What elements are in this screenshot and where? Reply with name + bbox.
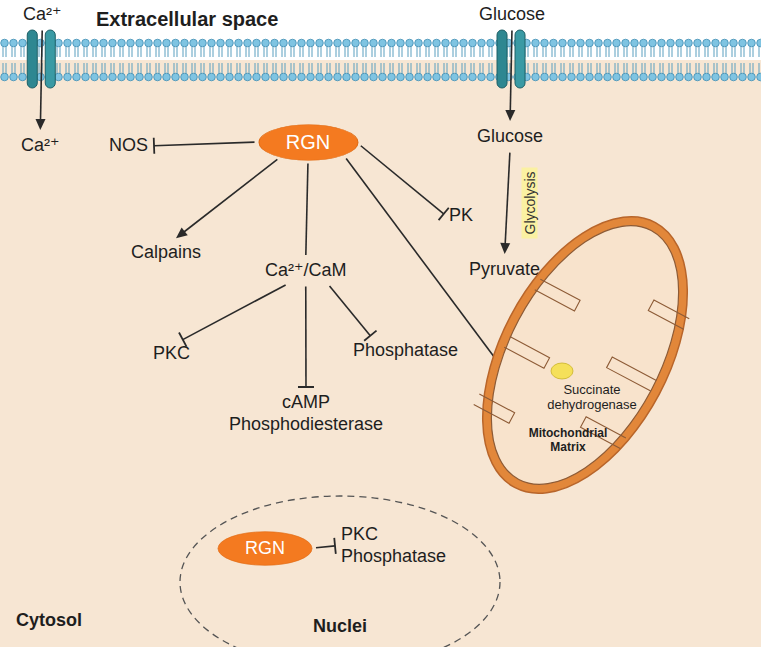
- node-text: NOS: [109, 135, 148, 157]
- metabolite-label: Pyruvate: [466, 257, 543, 283]
- mitochondrion-drawing: [478, 205, 693, 505]
- node-text: Glucose: [479, 4, 545, 26]
- ellipse-fill: [259, 124, 358, 160]
- connector: [298, 287, 314, 387]
- target-label: Phosphatase: [350, 338, 461, 364]
- connector: [500, 153, 510, 254]
- calcium-label: Ca²⁺: [18, 133, 63, 159]
- calcium-label: Ca²⁺: [20, 2, 65, 28]
- connector: [154, 138, 255, 154]
- connector: [176, 159, 277, 238]
- node-text: PKC: [341, 524, 446, 546]
- connector: [36, 31, 46, 130]
- node-text: Phosphatase: [341, 546, 446, 568]
- node-text: PKC: [153, 343, 190, 365]
- connector: [505, 31, 515, 121]
- cytosol-ground: [0, 60, 761, 647]
- complex-label: Ca²⁺/CaM: [262, 258, 350, 284]
- connector: [179, 285, 286, 347]
- target-label: PK: [446, 203, 476, 229]
- node-text: Ca²⁺/CaM: [265, 260, 347, 282]
- node-text: cAMP Phosphodiesterase: [225, 392, 387, 435]
- node-text: PK: [449, 205, 473, 227]
- target-label: PKCPhosphatase: [338, 522, 449, 569]
- mitochondrion: Succinate dehydrogenaseMitochondrial Mat…: [478, 205, 693, 505]
- membrane-channels: [27, 30, 525, 88]
- node-text: Ca²⁺: [21, 135, 60, 157]
- nucleus-outline: Nuclei RGN PKCPhosphatase: [175, 490, 505, 647]
- node-text: Calpains: [131, 242, 201, 264]
- node-text: Phosphatase: [353, 340, 458, 362]
- rgn-ellipse: RGN: [258, 124, 359, 161]
- target-label: PKC: [150, 341, 193, 367]
- nucleus-label: Nuclei: [175, 616, 505, 637]
- cell-membrane: [0, 38, 761, 82]
- edge-label: Glycolysis: [521, 168, 537, 239]
- rgn-ellipse: RGN: [217, 531, 313, 566]
- glucose-label: Glucose: [476, 2, 548, 28]
- node-text: Ca²⁺: [23, 4, 62, 26]
- connector: [361, 146, 449, 220]
- target-label: Calpains: [128, 240, 204, 266]
- target-label: NOS: [106, 133, 151, 159]
- node-text: RGN: [286, 131, 330, 154]
- ellipse-fill: [218, 531, 312, 565]
- compartment-label: Mitochondrial Matrix: [518, 427, 618, 455]
- enzyme-label: Succinate dehydrogenase: [536, 383, 648, 413]
- node-text: Pyruvate: [469, 259, 540, 281]
- glucose-label: Glucose: [474, 124, 546, 150]
- connector: [306, 163, 308, 255]
- target-label: cAMP Phosphodiesterase: [222, 390, 390, 437]
- node-text: RGN: [245, 538, 285, 559]
- region-label: Extracellular space: [96, 8, 278, 31]
- node-text: Glucose: [477, 126, 543, 148]
- connector: [316, 538, 336, 554]
- region-label: Cytosol: [16, 610, 82, 631]
- connector: [330, 286, 377, 341]
